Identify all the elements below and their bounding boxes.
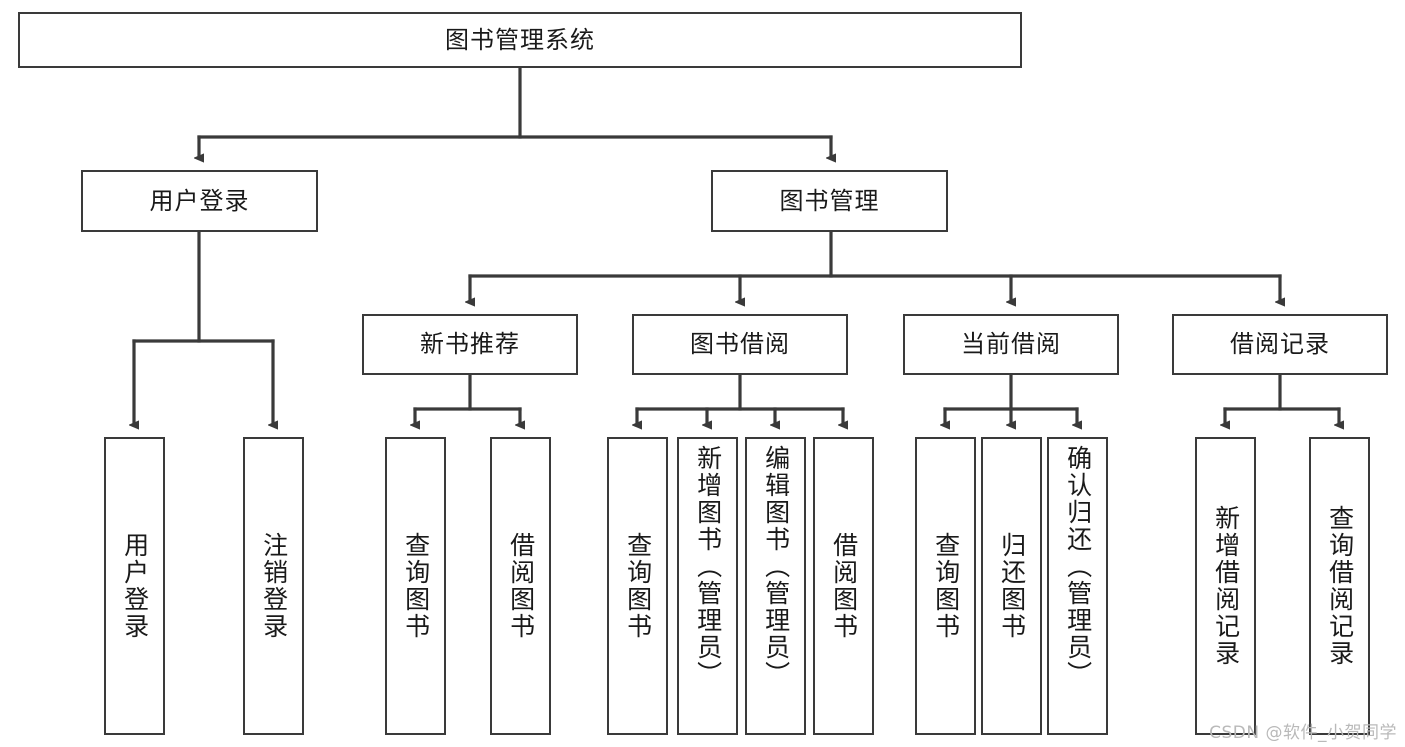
leaf-edit-book[interactable]: 编辑图书（管理员） [745,437,806,735]
node-user-login-label: 用户登录 [149,186,250,215]
leaf-return-book-label: 归还图书 [997,532,1027,640]
node-new-book-rec[interactable]: 新书推荐 [362,314,578,375]
leaf-query-book-2-label: 查询图书 [623,532,653,640]
leaf-add-record[interactable]: 新增借阅记录 [1195,437,1256,735]
leaf-add-book[interactable]: 新增图书（管理员） [677,437,738,735]
node-book-manage-label: 图书管理 [779,186,880,215]
node-current-borrow-label: 当前借阅 [961,330,1061,359]
node-borrow-record[interactable]: 借阅记录 [1172,314,1388,375]
leaf-query-book-3[interactable]: 查询图书 [915,437,976,735]
node-book-borrow[interactable]: 图书借阅 [632,314,848,375]
node-root[interactable]: 图书管理系统 [18,12,1022,68]
leaf-user-login-label: 用户登录 [120,532,150,640]
leaf-add-record-label: 新增借阅记录 [1211,505,1241,667]
leaf-query-record[interactable]: 查询借阅记录 [1309,437,1370,735]
leaf-user-login[interactable]: 用户登录 [104,437,165,735]
leaf-user-logout[interactable]: 注销登录 [243,437,304,735]
leaf-confirm-return-label: 确认归还（管理员） [1063,445,1093,688]
leaf-query-record-label: 查询借阅记录 [1325,505,1355,667]
leaf-edit-book-label: 编辑图书（管理员） [761,445,791,688]
node-book-borrow-label: 图书借阅 [690,330,790,359]
node-new-book-rec-label: 新书推荐 [420,330,520,359]
node-root-label: 图书管理系统 [445,25,595,54]
node-book-manage[interactable]: 图书管理 [711,170,948,232]
leaf-query-book-1[interactable]: 查询图书 [385,437,446,735]
node-current-borrow[interactable]: 当前借阅 [903,314,1119,375]
leaf-user-logout-label: 注销登录 [259,532,289,640]
leaf-borrow-book-1[interactable]: 借阅图书 [490,437,551,735]
watermark: CSDN @软件_小贺同学 [1209,723,1397,743]
leaf-add-book-label: 新增图书（管理员） [693,445,723,688]
leaf-borrow-book-2[interactable]: 借阅图书 [813,437,874,735]
leaf-query-book-1-label: 查询图书 [401,532,431,640]
leaf-query-book-2[interactable]: 查询图书 [607,437,668,735]
leaf-return-book[interactable]: 归还图书 [981,437,1042,735]
leaf-query-book-3-label: 查询图书 [931,532,961,640]
leaf-confirm-return[interactable]: 确认归还（管理员） [1047,437,1108,735]
leaf-borrow-book-2-label: 借阅图书 [829,532,859,640]
node-borrow-record-label: 借阅记录 [1230,330,1330,359]
node-user-login[interactable]: 用户登录 [81,170,318,232]
leaf-borrow-book-1-label: 借阅图书 [506,532,536,640]
